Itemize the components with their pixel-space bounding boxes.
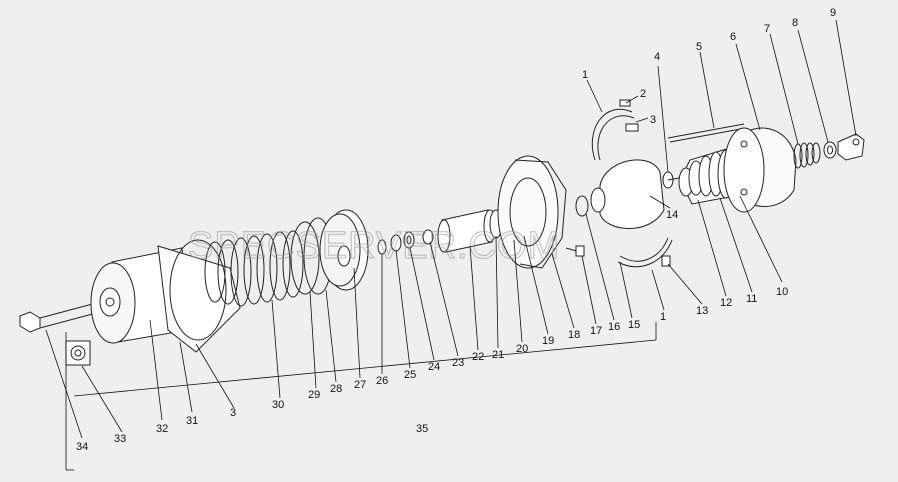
label-26: 26 bbox=[376, 375, 388, 387]
part-19-flange bbox=[497, 155, 567, 269]
label-22: 22 bbox=[472, 351, 484, 363]
label-21: 21 bbox=[492, 349, 504, 361]
watermark: SPECSERVER.COM bbox=[188, 225, 560, 267]
label-1-lower: 1 bbox=[660, 311, 666, 323]
part-5-shaft bbox=[662, 123, 747, 189]
part-15-13-clamp-lower bbox=[617, 237, 673, 268]
label-5: 5 bbox=[696, 41, 702, 53]
part-22-tube bbox=[437, 209, 497, 253]
part-34-bolt bbox=[19, 301, 101, 333]
label-23: 23 bbox=[452, 357, 464, 369]
part-27-piston bbox=[319, 209, 369, 291]
label-6: 6 bbox=[730, 31, 736, 43]
label-29: 29 bbox=[308, 389, 320, 401]
label-33: 33 bbox=[114, 433, 126, 445]
part-12-boot bbox=[678, 147, 741, 205]
label-32: 32 bbox=[156, 423, 168, 435]
part-26-25-24-small-parts bbox=[377, 231, 415, 255]
label-25: 25 bbox=[404, 369, 416, 381]
label-3-lower: 3 bbox=[230, 407, 236, 419]
label-27: 27 bbox=[354, 379, 366, 391]
label-4: 4 bbox=[654, 51, 660, 63]
part-7-small-spring bbox=[793, 142, 821, 169]
label-18: 18 bbox=[568, 329, 580, 341]
part-16-o-ring bbox=[575, 195, 589, 217]
part-14-diaphragm bbox=[590, 159, 665, 229]
part-33-nut-inset bbox=[65, 340, 91, 366]
label-17: 17 bbox=[590, 325, 602, 337]
label-28: 28 bbox=[330, 383, 342, 395]
label-30: 30 bbox=[272, 399, 284, 411]
label-35: 35 bbox=[416, 423, 428, 435]
part-30-spring bbox=[204, 230, 304, 307]
label-31: 31 bbox=[186, 415, 198, 427]
label-15: 15 bbox=[628, 319, 640, 331]
label-3-upper: 3 bbox=[650, 114, 656, 126]
label-16: 16 bbox=[608, 321, 620, 333]
label-20: 20 bbox=[516, 343, 528, 355]
label-8: 8 bbox=[792, 17, 798, 29]
label-1-upper: 1 bbox=[582, 69, 588, 81]
part-8-nut bbox=[823, 141, 837, 159]
label-2: 2 bbox=[640, 88, 646, 100]
label-9: 9 bbox=[830, 7, 836, 19]
part-17-bolt bbox=[565, 245, 585, 257]
part-10-housing bbox=[723, 127, 797, 213]
label-19: 19 bbox=[542, 335, 554, 347]
label-13: 13 bbox=[696, 305, 708, 317]
label-34: 34 bbox=[76, 441, 88, 453]
part-23-bush bbox=[422, 229, 434, 245]
label-7: 7 bbox=[764, 23, 770, 35]
label-14: 14 bbox=[666, 209, 678, 221]
label-12: 12 bbox=[720, 297, 732, 309]
label-24: 24 bbox=[428, 361, 440, 373]
part-labels: 1 2 3 4 5 6 7 8 9 10 11 12 13 14 1 15 16… bbox=[76, 7, 836, 453]
leader-lines bbox=[45, 19, 857, 471]
label-11: 11 bbox=[746, 293, 757, 305]
part-1-clamp-upper bbox=[591, 99, 639, 161]
part-9-clevis bbox=[837, 133, 865, 161]
part-32-housing bbox=[90, 239, 241, 353]
label-10: 10 bbox=[776, 286, 788, 298]
